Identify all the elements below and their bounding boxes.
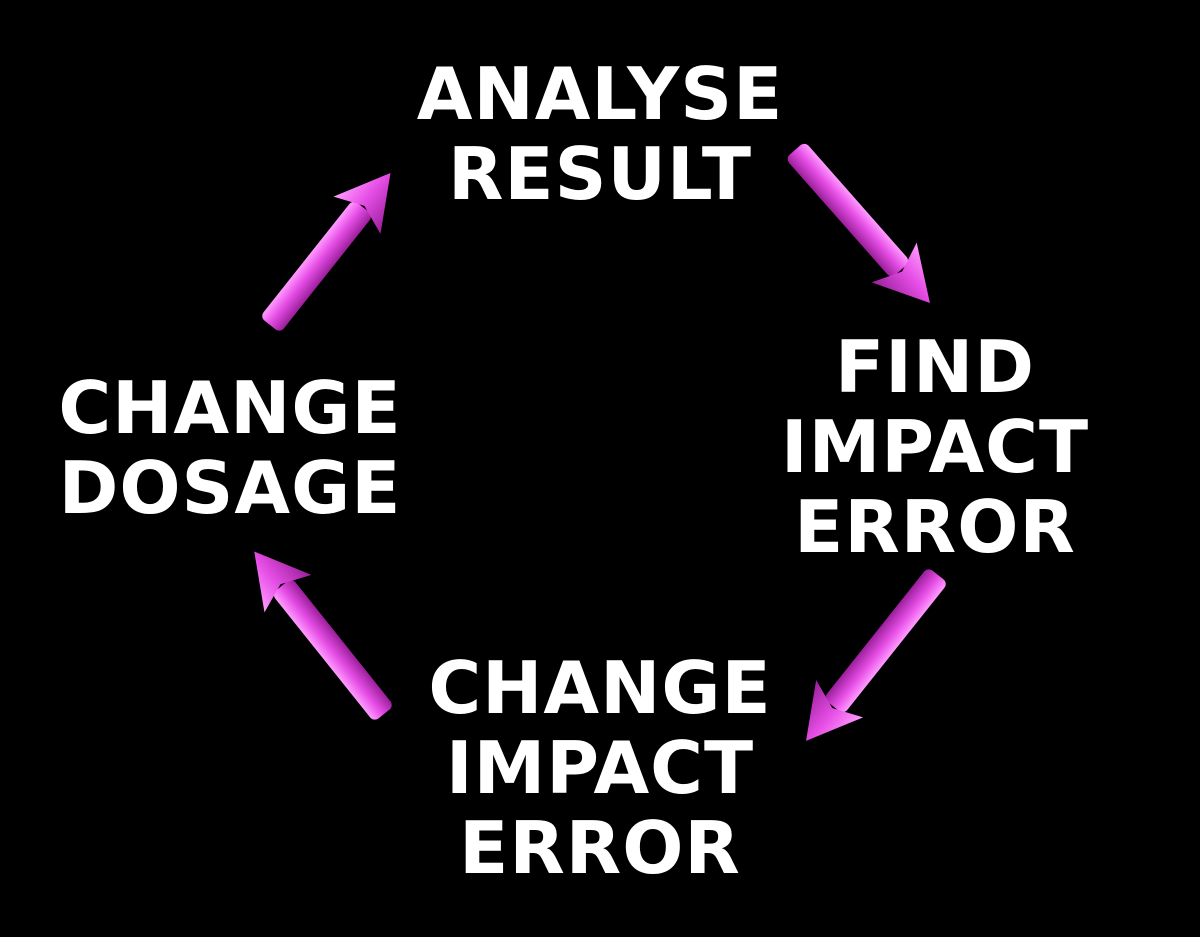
step-analyse-result-line-2: RESULT xyxy=(447,132,753,216)
arrow-right-to-bottom xyxy=(806,569,946,741)
step-find-impact-error: FIND IMPACT ERROR xyxy=(760,327,1110,567)
step-find-impact-error-line-1: FIND xyxy=(835,325,1035,409)
step-change-dosage-line-1: CHANGE xyxy=(58,366,402,450)
step-change-impact-error-line-1: CHANGE xyxy=(428,646,772,730)
arrow-top-to-right xyxy=(787,143,930,304)
arrow-bottom-to-left xyxy=(254,551,392,720)
step-change-dosage-line-2: DOSAGE xyxy=(58,446,402,530)
arrow-left-to-top xyxy=(262,172,391,331)
step-change-impact-error-line-2: IMPACT xyxy=(445,726,755,810)
step-change-impact-error: CHANGE IMPACT ERROR xyxy=(395,648,805,888)
step-change-impact-error-line-3: ERROR xyxy=(459,806,741,890)
step-find-impact-error-line-3: ERROR xyxy=(794,485,1076,569)
step-change-dosage: CHANGE DOSAGE xyxy=(20,368,440,528)
step-analyse-result-line-1: ANALYSE xyxy=(416,52,784,136)
step-analyse-result: ANALYSE RESULT xyxy=(380,54,820,214)
step-find-impact-error-line-2: IMPACT xyxy=(780,405,1090,489)
